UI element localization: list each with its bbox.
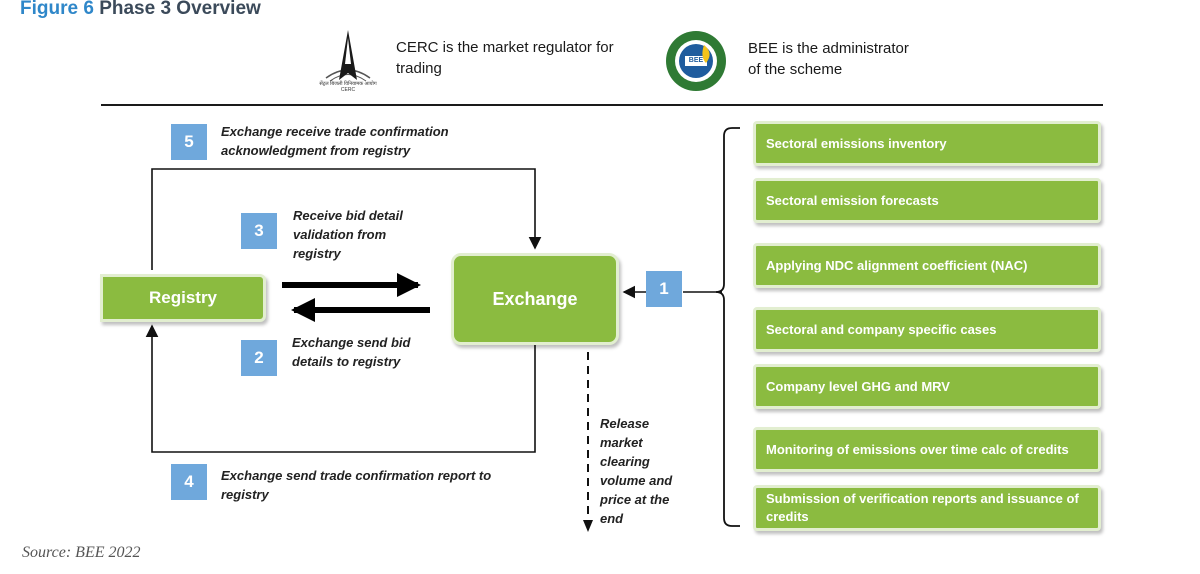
exchange-label: Exchange [492, 288, 578, 309]
step-5-badge: 5 [171, 124, 207, 160]
step-4-badge: 4 [171, 464, 207, 500]
step-3-text: Receive bid detail validation from regis… [293, 208, 403, 261]
exchange-node: Exchange [451, 253, 619, 345]
panel-item-emission-forecasts: Sectoral emission forecasts [753, 178, 1101, 223]
panel-item-ndc-coefficient: Applying NDC alignment coefficient (NAC) [753, 243, 1101, 288]
bee-logo: BEE [664, 29, 728, 93]
bee-logo-abbr: BEE [688, 57, 704, 64]
header-divider [101, 104, 1103, 106]
step-1-badge: 1 [646, 271, 682, 307]
cerc-logo: सेंट्रल बिजली विनियामक आयोग CERC [318, 26, 378, 96]
figure-label: Figure 6 [20, 0, 94, 19]
step-2-badge: 2 [241, 340, 277, 376]
registry-node: Registry [100, 274, 266, 322]
step-5-text: Exchange receive trade confirmation ackn… [221, 124, 449, 158]
source-caption: Source: BEE 2022 [22, 544, 141, 561]
step-3-badge: 3 [241, 213, 277, 249]
cerc-description: CERC is the market regulator for trading [396, 39, 614, 77]
panel-item-verification-reports: Submission of verification reports and i… [753, 485, 1101, 531]
step-2-text: Exchange send bid details to registry [292, 335, 411, 369]
step-4-text: Exchange send trade confirmation report … [221, 468, 492, 502]
panel-item-monitoring: Monitoring of emissions over time calc o… [753, 427, 1101, 472]
release-note: Release market clearing volume and price… [600, 416, 673, 526]
registry-label: Registry [148, 288, 218, 307]
figure-title: Figure 6 Phase 3 Overview [20, 0, 261, 20]
cerc-logo-text: सेंट्रल बिजली विनियामक आयोग CERC [319, 81, 377, 93]
figure-title-text: Phase 3 Overview [99, 0, 261, 19]
panel-item-specific-cases: Sectoral and company specific cases [753, 307, 1101, 352]
bee-description: BEE is the administrator of the scheme [748, 40, 909, 78]
panel-item-emissions-inventory: Sectoral emissions inventory [753, 121, 1101, 166]
panel-item-ghg-mrv: Company level GHG and MRV [753, 364, 1101, 409]
